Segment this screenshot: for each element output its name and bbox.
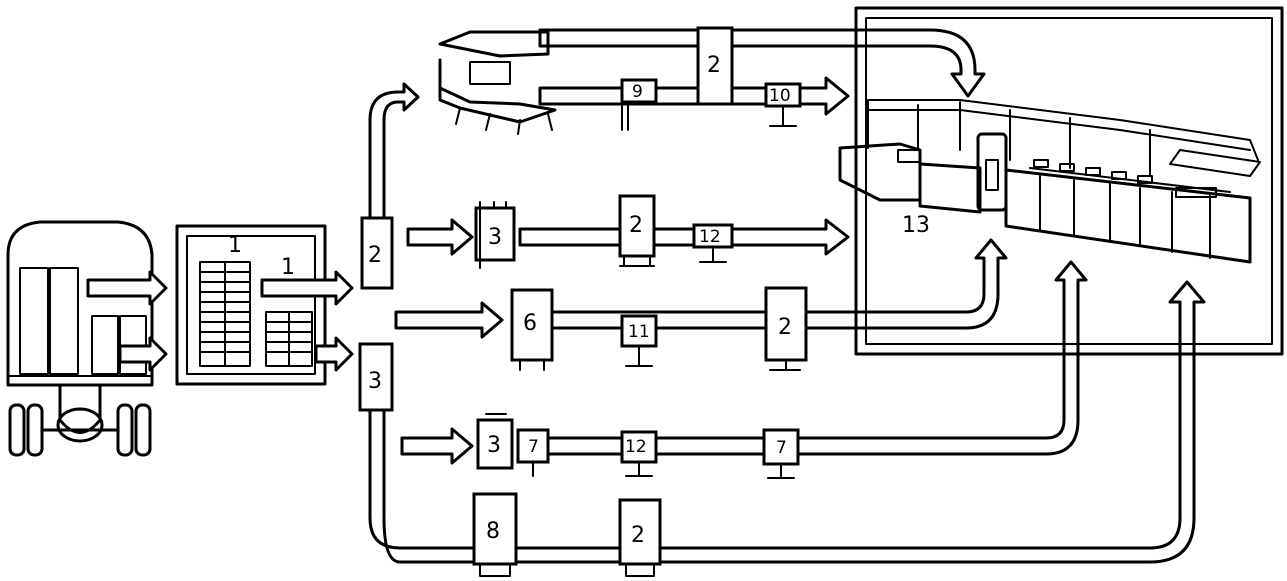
arrow-into-row-3 (394, 301, 504, 339)
sales-hall: 13 (838, 6, 1284, 356)
truck-to-store-arrows (86, 270, 168, 372)
arrow-into-row-2 (406, 218, 474, 256)
pipe-top-loop (538, 28, 986, 98)
equipment-12-row-2: 12 (692, 223, 734, 263)
svg-text:12: 12 (625, 437, 647, 457)
svg-text:8: 8 (486, 519, 500, 544)
distribution-box-3: 3 (358, 342, 394, 412)
equipment-2-row-2: 2 (618, 194, 656, 267)
svg-text:12: 12 (699, 227, 721, 247)
svg-text:11: 11 (628, 322, 650, 342)
delivery-truck (6, 220, 154, 457)
label-store-1-top: 1 (228, 233, 242, 258)
pipe-to-top-row (368, 82, 420, 220)
svg-text:2: 2 (631, 523, 645, 548)
top-machine (438, 30, 557, 135)
svg-text:3: 3 (487, 433, 501, 458)
arrow-into-row-4 (400, 427, 474, 465)
svg-text:2: 2 (707, 53, 721, 78)
equipment-8: 8 (472, 492, 518, 577)
svg-text:3: 3 (368, 369, 382, 394)
pipe-top-row (538, 76, 850, 116)
pipe-row-4 (516, 260, 1088, 456)
storage-room: 1 1 (175, 224, 327, 386)
pipe-row-3 (548, 238, 1008, 330)
distribution-box-2: 2 (360, 216, 394, 290)
equipment-10: 10 (764, 82, 802, 127)
equipment-2-top: 2 (696, 26, 734, 106)
equipment-3-row-2: 3 (474, 201, 516, 269)
svg-text:2: 2 (778, 315, 792, 340)
equipment-12-row-4: 12 (620, 430, 658, 477)
store-to-distribution-arrows (260, 270, 354, 372)
svg-text:7: 7 (528, 437, 539, 457)
svg-text:2: 2 (629, 213, 643, 238)
equipment-11: 11 (620, 314, 658, 367)
equipment-6: 6 (510, 288, 554, 371)
label-hall-13: 13 (902, 213, 930, 238)
pipe-row-5 (368, 280, 1206, 564)
label-store-1: 1 (281, 255, 295, 280)
equipment-2-row-5: 2 (618, 498, 662, 577)
equipment-7-row-4-a: 7 (516, 428, 550, 477)
svg-text:2: 2 (368, 243, 382, 268)
equipment-7-row-4-b: 7 (762, 428, 800, 479)
equipment-2-row-3: 2 (764, 286, 808, 371)
svg-text:10: 10 (769, 86, 791, 106)
equipment-9: 9 (620, 78, 658, 131)
svg-text:3: 3 (488, 225, 502, 250)
pipe-row-2 (518, 218, 850, 256)
svg-text:6: 6 (523, 311, 537, 336)
equipment-3-row-4: 3 (476, 413, 514, 470)
svg-text:7: 7 (776, 438, 787, 458)
svg-text:9: 9 (632, 82, 643, 102)
